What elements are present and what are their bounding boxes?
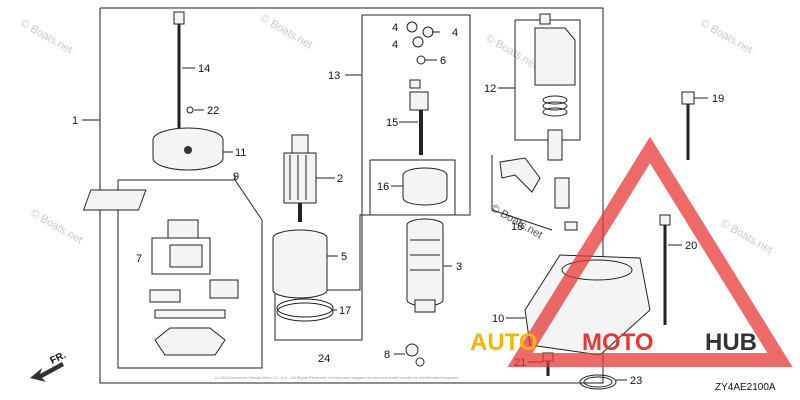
callout-20: 20 <box>685 240 697 252</box>
watermark-6: © Boats.net <box>719 217 775 256</box>
solenoid-part <box>534 13 576 161</box>
callout-4b: 4 <box>452 27 458 39</box>
callout-17: 17 <box>339 305 351 317</box>
rear-cover-part <box>152 127 233 171</box>
clutch-frame <box>369 159 456 216</box>
pinion-gear-part <box>406 218 452 313</box>
automotohub-logo: AUTO MOTO HUB <box>470 136 793 367</box>
long-bolt-part <box>659 214 682 325</box>
gear-ring-part <box>276 298 337 322</box>
logo-word-hub: HUB <box>705 329 757 356</box>
shift-lever-part <box>491 155 578 231</box>
callout-4c: 4 <box>392 39 398 51</box>
callout-12: 12 <box>484 83 496 95</box>
direction-label: FR. <box>49 350 68 367</box>
pinion-frame <box>274 14 471 341</box>
logo-word-moto: MOTO <box>582 329 654 356</box>
callout-22: 22 <box>207 105 219 117</box>
callout-6: 6 <box>440 55 446 67</box>
clutch-part <box>391 167 448 206</box>
armature-part <box>283 134 335 222</box>
callout-13: 13 <box>328 70 340 82</box>
callout-10: 10 <box>492 313 504 325</box>
nuts-part <box>406 21 440 65</box>
watermark-2: © Boats.net <box>259 12 315 51</box>
main-assembly-frame <box>82 7 604 384</box>
diagram-code: ZY4AE2100A <box>715 382 776 393</box>
watermark-5: © Boats.net <box>29 207 85 246</box>
callout-19: 19 <box>712 93 724 105</box>
front-direction-indicator: FR. <box>30 350 68 382</box>
watermark-3: © Boats.net <box>484 32 540 71</box>
logo-word-auto: AUTO <box>470 329 538 356</box>
callout-4a: 4 <box>392 22 398 34</box>
callout-1: 1 <box>72 115 78 127</box>
callout-5: 5 <box>341 251 347 263</box>
callout-23: 23 <box>630 375 642 387</box>
callout-15: 15 <box>386 117 398 129</box>
callout-2: 2 <box>337 173 343 185</box>
screw-part <box>186 106 204 114</box>
callout-7: 7 <box>136 253 142 265</box>
watermark-4: © Boats.net <box>699 17 755 56</box>
watermark-1: © Boats.net <box>19 17 75 56</box>
solenoid-frame <box>498 19 581 141</box>
pinion-shaft-part <box>399 79 429 155</box>
callout-8: 8 <box>384 349 390 361</box>
yoke-part <box>272 229 338 299</box>
arrow-icon <box>30 362 64 382</box>
callout-9: 9 <box>233 171 239 183</box>
through-bolt-part <box>173 11 195 128</box>
callout-16: 16 <box>377 181 389 193</box>
brush-holder-part <box>82 189 239 356</box>
o-ring-part <box>579 374 627 390</box>
mounting-bolt-part <box>681 91 708 160</box>
callout-18: 18 <box>511 221 523 233</box>
callout-11: 11 <box>235 147 246 159</box>
callout-3: 3 <box>456 261 462 273</box>
callout-14: 14 <box>198 63 210 75</box>
callout-labels: 1 2 3 4 4 4 5 6 7 8 9 10 11 12 13 14 15 … <box>72 22 724 387</box>
nut-washer-part <box>394 343 425 367</box>
copyright-strip: (c) 2012 American Honda Motor Co., Inc. … <box>215 375 459 380</box>
callout-24: 24 <box>318 353 330 365</box>
